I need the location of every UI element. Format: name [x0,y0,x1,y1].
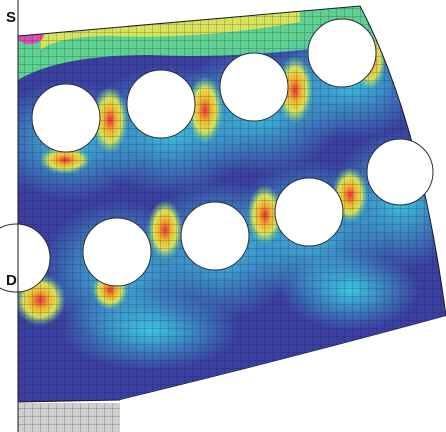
hole [126,69,196,139]
label-s: S [6,9,17,26]
shaft-stub [18,403,120,432]
hole [31,83,101,153]
hole [307,18,377,88]
hole [0,223,51,293]
upper-hole-row [31,18,434,206]
hole [82,217,152,287]
hole [219,52,289,122]
hole [366,138,434,206]
lower-hole-row [0,177,344,293]
outer-void [120,316,446,432]
label-d: D [6,272,17,289]
hole [180,201,250,271]
hole [274,177,344,247]
